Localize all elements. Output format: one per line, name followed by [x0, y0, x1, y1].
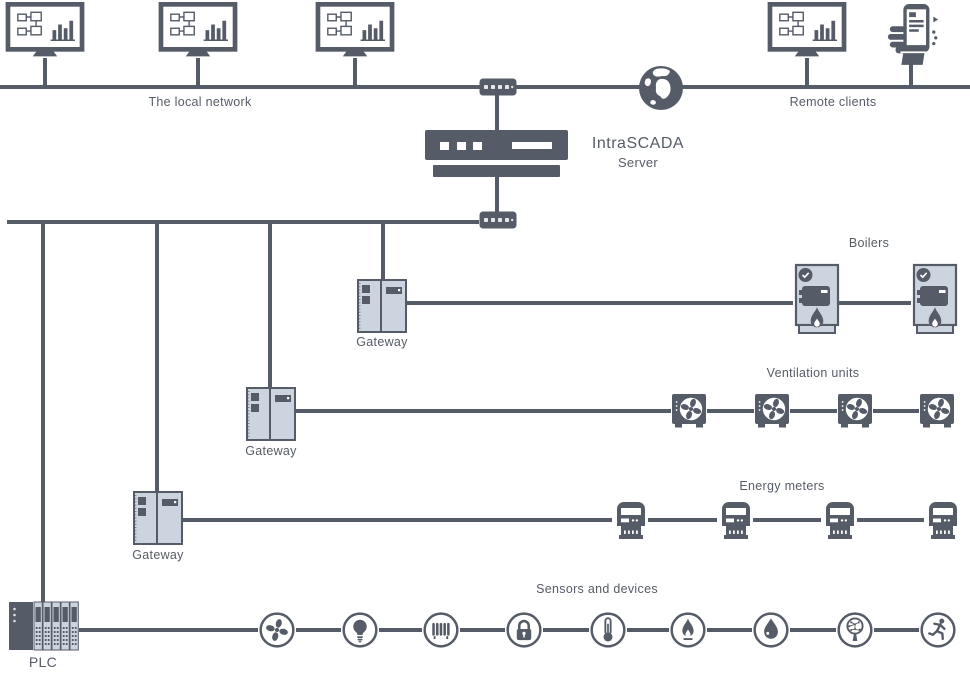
server-subtitle: Server: [617, 155, 659, 170]
ventilation-link-line: [790, 409, 837, 413]
sensor-link: [296, 628, 341, 632]
light-bulb-sensor-icon: [341, 611, 379, 649]
gateway-1-label: Gateway: [356, 335, 408, 349]
drop-to-plc: [41, 220, 45, 602]
ventilation-link-line: [707, 409, 754, 413]
lock-sensor-icon: [505, 611, 543, 649]
ventilation-unit-icon: [754, 393, 790, 429]
network-switch-icon: [479, 211, 517, 229]
energy-meter-icon: [612, 500, 650, 542]
gateway-cabinet-icon: [357, 279, 407, 333]
water-drop-sensor-icon: [752, 611, 790, 649]
meters-link-line: [648, 518, 717, 522]
ventilation-units-label: Ventilation units: [766, 366, 860, 380]
field-bus: [7, 220, 479, 224]
remote-clients-label: Remote clients: [789, 95, 877, 109]
server-icon: [425, 130, 568, 160]
ventilation-unit-icon: [919, 393, 955, 429]
fan-sensor-icon: [258, 611, 296, 649]
energy-meters-label: Energy meters: [739, 479, 825, 493]
sensor-link: [543, 628, 589, 632]
drop-to-gateway-3: [155, 220, 159, 493]
gateway-cabinet-icon: [246, 387, 296, 441]
gateway-cabinet-icon: [133, 491, 183, 545]
sensor-link: [707, 628, 752, 632]
ventilation-link-line: [873, 409, 919, 413]
thermometer-sensor-icon: [589, 611, 627, 649]
meters-branch-line: [183, 518, 612, 522]
energy-meter-icon: [821, 500, 859, 542]
remote-monitor-icon: [767, 2, 847, 62]
motion-person-sensor-icon: [919, 611, 957, 649]
mobile-phone-hand-icon: [884, 3, 942, 65]
server-title: IntraSCADA: [591, 135, 685, 152]
sensors-devices-label: Sensors and devices: [536, 582, 658, 596]
internet-globe-icon: [637, 64, 685, 112]
boiler-icon: [911, 262, 959, 336]
gateway-2-label: Gateway: [245, 444, 297, 458]
ventilation-unit-icon: [837, 393, 873, 429]
local-network-label: The local network: [148, 95, 252, 109]
meters-link-line: [753, 518, 821, 522]
sensor-bus: [79, 628, 258, 632]
plc-icon: [9, 600, 79, 652]
server-to-switch-link: [495, 177, 499, 213]
workstation-connector: [43, 58, 47, 86]
gateway-3-label: Gateway: [132, 548, 184, 562]
workstation-monitor-icon: [315, 2, 395, 62]
plc-label: PLC: [28, 654, 58, 670]
ventilation-branch-line: [296, 409, 671, 413]
boilers-label: Boilers: [848, 236, 890, 250]
workstation-connector: [353, 58, 357, 86]
sensor-link: [874, 628, 919, 632]
sensor-link: [627, 628, 669, 632]
boiler-icon: [793, 262, 841, 336]
eco-tree-sensor-icon: [836, 611, 874, 649]
switch-to-server-link: [495, 89, 499, 130]
sensor-link: [790, 628, 836, 632]
workstation-connector: [196, 58, 200, 86]
energy-meter-icon: [717, 500, 755, 542]
radiator-sensor-icon: [422, 611, 460, 649]
meters-link-line: [857, 518, 924, 522]
energy-meter-icon: [924, 500, 962, 542]
sensor-link: [460, 628, 505, 632]
boiler-link-line: [839, 301, 911, 305]
server-label: IntraSCADA Server: [568, 135, 708, 170]
phone-connector: [909, 64, 913, 86]
server-base: [433, 165, 560, 177]
workstation-monitor-icon: [5, 2, 85, 62]
boiler-branch-line: [407, 301, 793, 305]
drop-to-gateway-2: [268, 220, 272, 389]
flame-sensor-icon: [669, 611, 707, 649]
drop-to-gateway-1: [381, 220, 385, 280]
workstation-monitor-icon: [158, 2, 238, 62]
remote-monitor-connector: [805, 58, 809, 86]
sensor-link: [379, 628, 422, 632]
ventilation-unit-icon: [671, 393, 707, 429]
